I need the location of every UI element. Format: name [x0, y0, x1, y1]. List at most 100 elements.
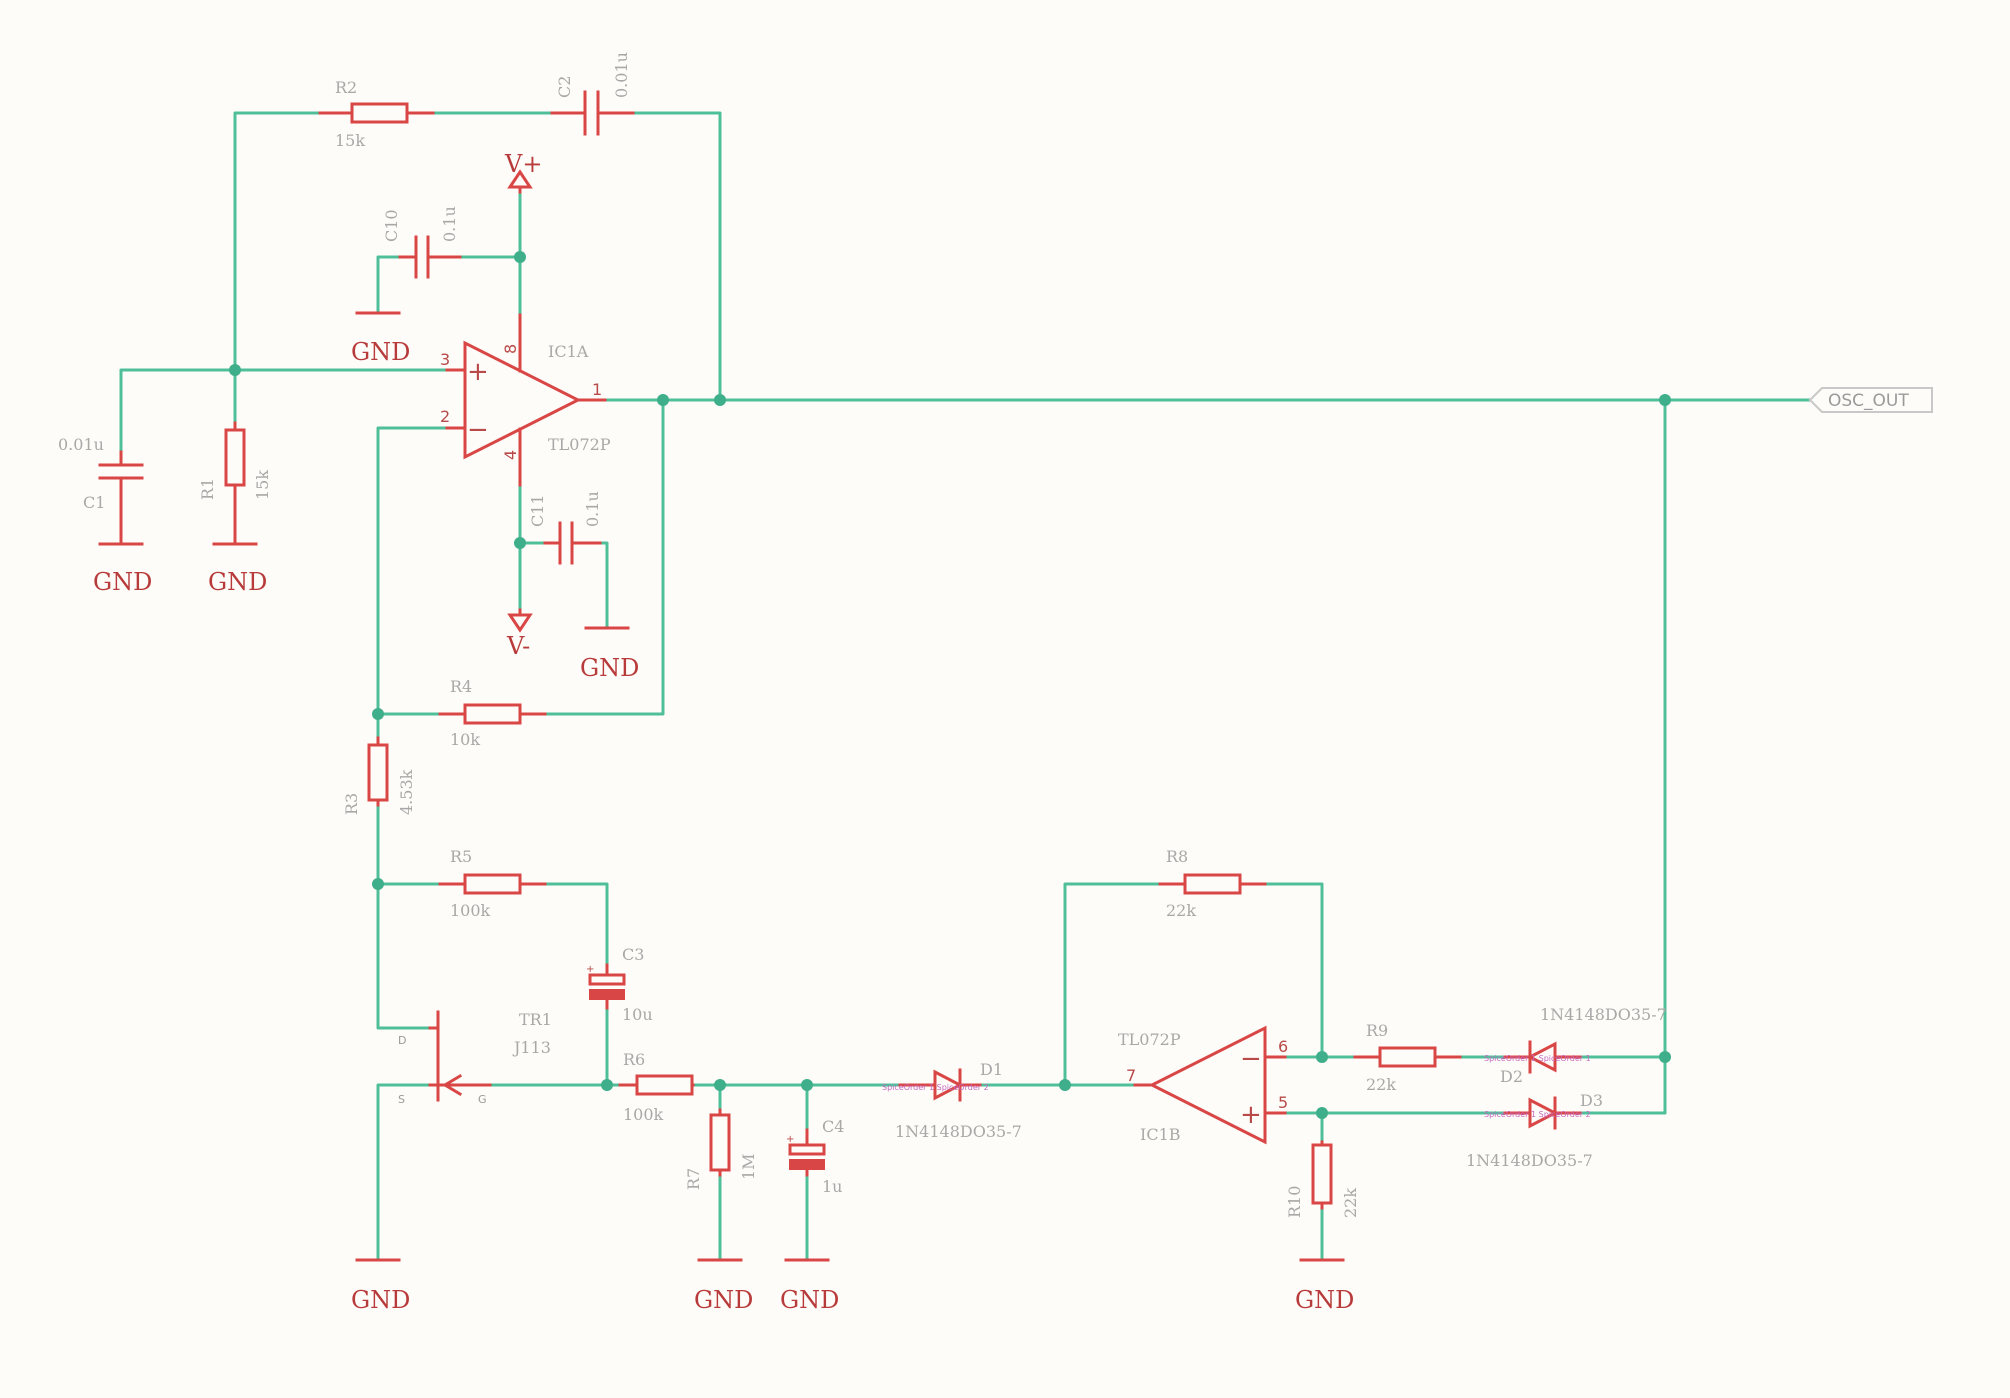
ic1b-plus-sign: +	[1240, 1100, 1262, 1130]
ic1a-pin-minus: 2	[440, 407, 450, 426]
r5-value: 100k	[450, 901, 491, 920]
resistor-r9[interactable]	[1353, 1046, 1462, 1068]
junction	[372, 878, 384, 890]
wires	[119, 111, 1812, 1262]
d2-value: 1N4148DO35-7	[1540, 1005, 1667, 1024]
junction	[372, 708, 384, 720]
wire-c2-out[interactable]	[631, 111, 722, 402]
resistor-r8[interactable]	[1158, 873, 1267, 895]
r2-value: 15k	[335, 131, 365, 150]
vminus-symbol[interactable]	[507, 608, 533, 633]
r6-value: 100k	[623, 1105, 664, 1124]
capacitor-c2[interactable]	[550, 90, 635, 136]
d2-name: D2	[1500, 1067, 1523, 1086]
gnd-symbol[interactable]	[98, 538, 144, 546]
wire-c11-gnd[interactable]	[598, 541, 609, 630]
wire-minus-input[interactable]	[376, 426, 449, 716]
vplus-symbol[interactable]	[507, 169, 533, 194]
wire-drain[interactable]	[376, 882, 432, 1030]
c4-name: C4	[822, 1117, 844, 1136]
c3-value: 10u	[622, 1005, 653, 1024]
gnd-label: GND	[351, 1286, 410, 1314]
gnd-symbol[interactable]	[212, 538, 258, 546]
osc-out-label: OSC_OUT	[1828, 391, 1909, 411]
r7-value: 1M	[739, 1153, 758, 1180]
gnd-label: GND	[780, 1286, 839, 1314]
resistor-r1[interactable]	[224, 421, 246, 542]
opamp-ic1a[interactable]	[445, 313, 607, 487]
tr1-value: J113	[512, 1038, 551, 1057]
resistor-r10[interactable]	[1311, 1140, 1333, 1210]
r6-name: R6	[623, 1050, 645, 1069]
r3-name: R3	[342, 793, 361, 815]
diode-d1[interactable]	[898, 1068, 982, 1102]
r8-value: 22k	[1166, 901, 1196, 920]
wire-c10-gnd[interactable]	[376, 255, 402, 315]
junction	[1316, 1051, 1328, 1063]
r3-value: 4.53k	[397, 769, 416, 815]
wire-r5-c3[interactable]	[543, 882, 609, 967]
r1-name: R1	[198, 478, 217, 500]
junction	[1659, 1051, 1671, 1063]
c11-value: 0.1u	[583, 491, 602, 527]
wire-d3-right[interactable]	[1578, 398, 1667, 1115]
r4-name: R4	[450, 677, 472, 696]
resistor-r4[interactable]	[438, 703, 547, 725]
r10-value: 22k	[1341, 1188, 1360, 1218]
ic1b-pin-minus: 6	[1278, 1037, 1288, 1056]
diode-d2[interactable]	[1503, 1040, 1582, 1074]
ic1b-value: TL072P	[1118, 1030, 1181, 1049]
junction	[1659, 394, 1671, 406]
capacitor-c10[interactable]	[398, 235, 462, 279]
r5-name: R5	[450, 847, 472, 866]
diode-d3[interactable]	[1503, 1096, 1582, 1130]
vminus-label: V-	[506, 632, 530, 660]
ic1b-minus-sign: −	[1240, 1044, 1262, 1074]
r9-value: 22k	[1366, 1075, 1396, 1094]
capacitor-c3[interactable]	[588, 963, 626, 1010]
d1-name: D1	[980, 1060, 1003, 1079]
resistors	[224, 102, 1462, 1210]
resistor-r2[interactable]	[318, 102, 435, 124]
wire-c1-node[interactable]	[119, 368, 237, 454]
net-label-osc-out[interactable]: OSC_OUT	[1808, 387, 1933, 413]
wire-r2-left[interactable]	[233, 111, 322, 372]
gnd-label: GND	[694, 1286, 753, 1314]
c10-name: C10	[382, 209, 401, 242]
r2-name: R2	[335, 78, 357, 97]
capacitors	[98, 90, 826, 1177]
junction	[601, 1079, 613, 1091]
opamp-ic1b[interactable]	[1133, 1025, 1287, 1145]
wire-r8-right[interactable]	[1263, 882, 1324, 1059]
wire-source[interactable]	[376, 1083, 432, 1262]
vplus-label: V+	[504, 150, 542, 178]
gnd-label: GND	[93, 568, 152, 596]
r4-value: 10k	[450, 730, 480, 749]
c4-polarity: +	[786, 1134, 794, 1145]
gnd-label: GND	[351, 338, 410, 366]
d3-spice-pins: SpiceOrder 1 SpiceOrder 2	[1484, 1110, 1591, 1119]
junction	[714, 1079, 726, 1091]
capacitor-c11[interactable]	[543, 521, 602, 565]
d3-value: 1N4148DO35-7	[1466, 1151, 1593, 1170]
resistor-r7[interactable]	[709, 1108, 731, 1177]
ic1b-pin-out: 7	[1126, 1066, 1136, 1085]
ic1b-pin-plus: 5	[1278, 1093, 1288, 1112]
capacitor-c4[interactable]	[788, 1128, 826, 1177]
junction	[801, 1079, 813, 1091]
gnd-label: GND	[580, 654, 639, 682]
resistor-r3[interactable]	[367, 736, 389, 807]
resistor-r5[interactable]	[438, 873, 547, 895]
gnd-label: GND	[1295, 1286, 1354, 1314]
wire-r8-left[interactable]	[1063, 882, 1162, 1087]
junction	[514, 251, 526, 263]
capacitor-c1[interactable]	[98, 450, 144, 542]
ic1a-plus-sign: +	[467, 357, 489, 387]
junctions	[229, 251, 1671, 1119]
wire-r4-out[interactable]	[543, 398, 665, 716]
d1-spice-pins: SpiceOrder 1 SpiceOrder 2	[882, 1083, 989, 1092]
jfet-tr1[interactable]	[428, 1010, 492, 1102]
ic1a-pin-plus: 3	[440, 350, 450, 369]
resistor-r6[interactable]	[618, 1074, 695, 1096]
